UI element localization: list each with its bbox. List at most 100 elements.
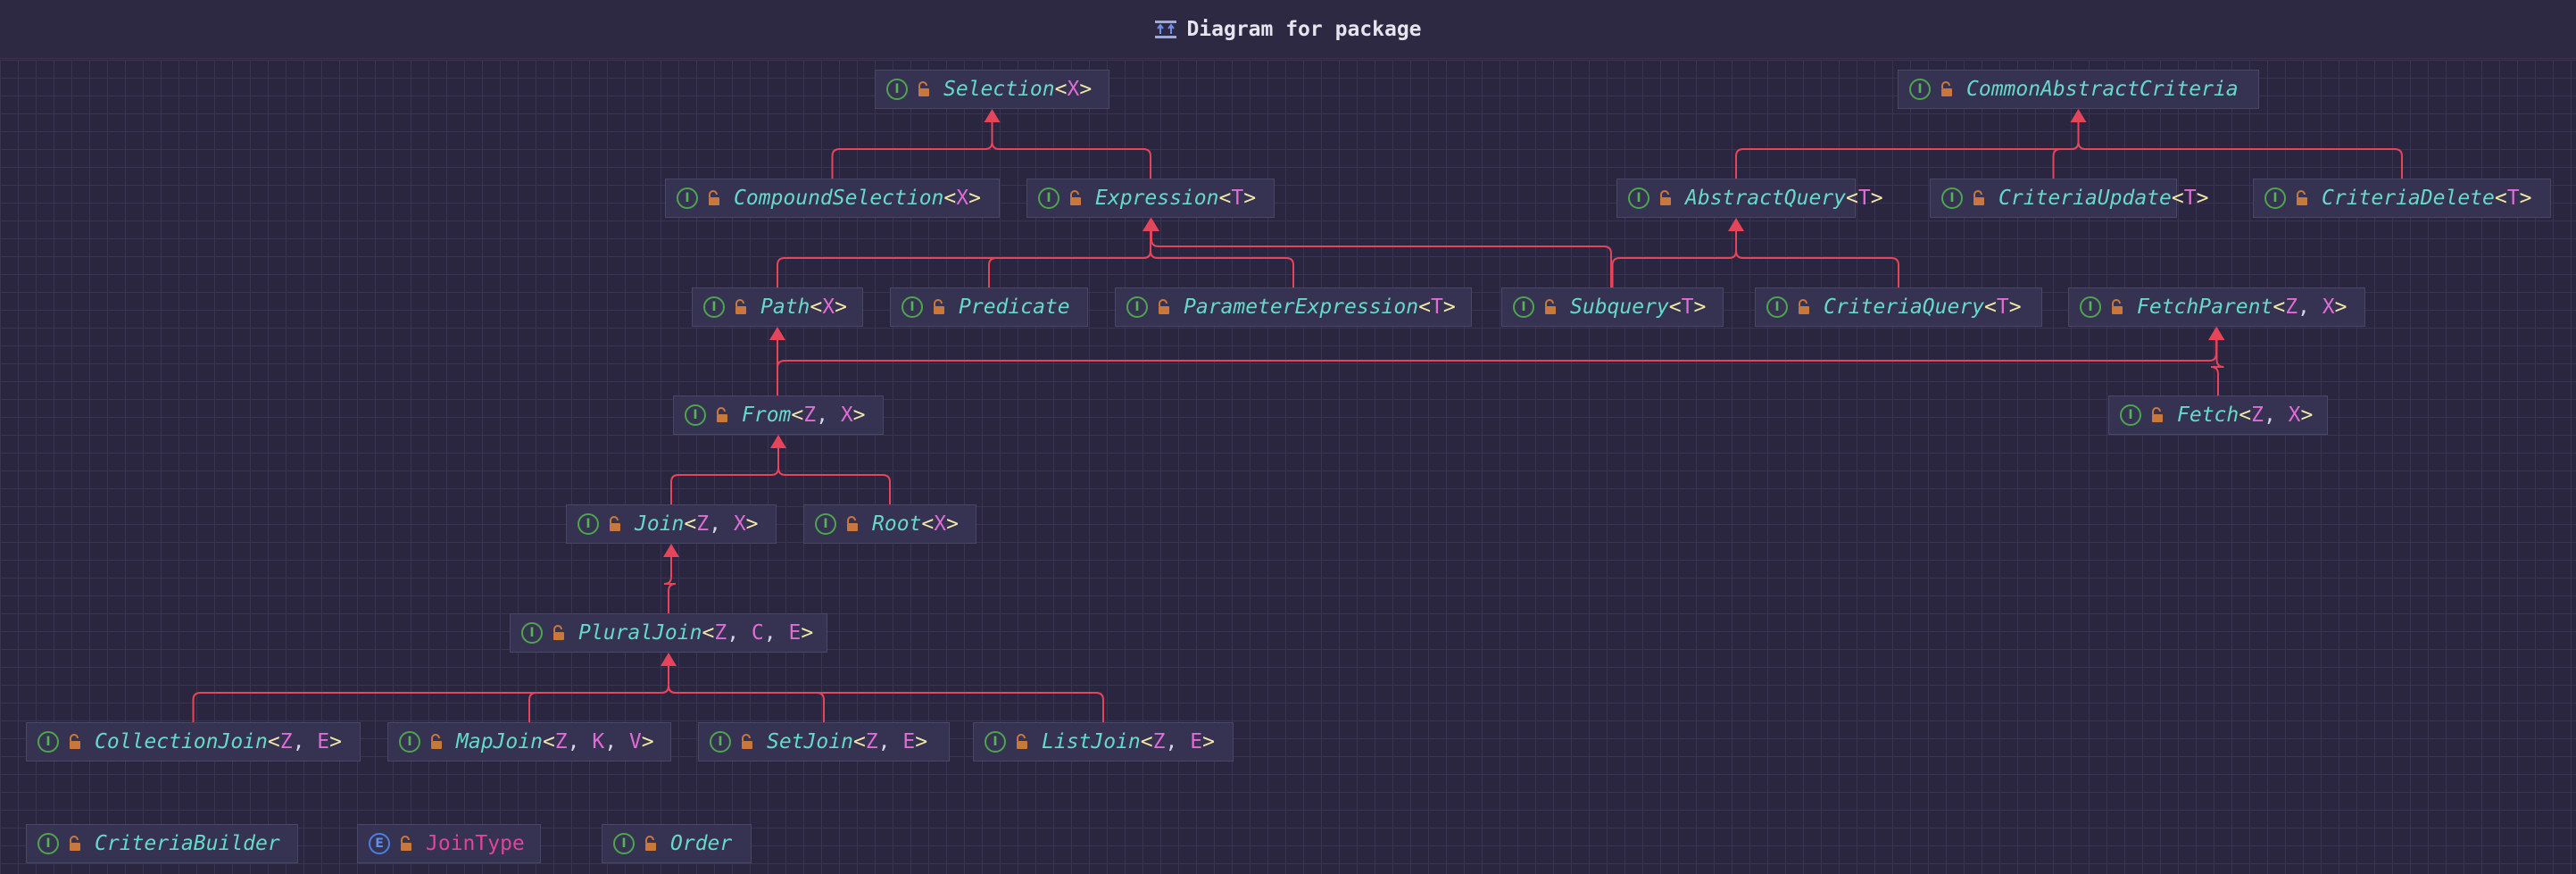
diagram-title: Diagram for package [1186, 17, 1422, 41]
node-name: Selection [943, 78, 1055, 101]
type-parameter: X [840, 404, 853, 427]
node-name: FetchParent [2137, 295, 2273, 319]
type-parameters: <T> [2494, 187, 2532, 210]
node-name: Predicate [959, 295, 1070, 319]
node-name: PluralJoin [578, 621, 702, 645]
public-lock-icon [70, 836, 80, 851]
type-parameter: E [1190, 730, 1203, 753]
node-predicate[interactable]: I Predicate [890, 287, 1088, 327]
type-parameter: T [1857, 187, 1871, 210]
public-lock-icon [1799, 299, 1809, 314]
interface-badge-icon: I [399, 731, 420, 753]
node-name: From [742, 404, 792, 427]
type-parameter: V [628, 730, 642, 753]
interface-badge-icon: I [578, 513, 599, 535]
type-parameter: Z [2251, 404, 2264, 427]
node-fetch-parent[interactable]: I FetchParent<Z, X> [2068, 287, 2365, 327]
interface-badge-icon: I [685, 404, 706, 426]
type-parameters: <X> [943, 187, 981, 210]
node-name: CriteriaQuery [1824, 295, 1985, 319]
public-lock-icon [2152, 407, 2163, 422]
type-parameter: Z [714, 621, 727, 645]
public-lock-icon [934, 299, 944, 314]
public-lock-icon [401, 836, 411, 851]
type-parameters: <Z, K, V> [542, 730, 654, 753]
type-parameter: Z [865, 730, 878, 753]
type-parameters: <T> [1218, 187, 1257, 210]
type-parameter: E [317, 730, 330, 753]
node-name: Root [872, 512, 922, 536]
type-parameter: T [1231, 187, 1244, 210]
type-parameters: <T> [1846, 187, 1883, 210]
node-criteria-builder[interactable]: I CriteriaBuilder [26, 824, 298, 863]
type-parameters: <X> [1054, 78, 1093, 101]
interface-badge-icon: I [1126, 296, 1148, 318]
interface-badge-icon: I [902, 296, 923, 318]
node-common-abstract-criteria[interactable]: I CommonAbstractCriteria [1898, 70, 2259, 109]
type-parameter: T [2183, 187, 2197, 210]
interface-badge-icon: I [1766, 296, 1788, 318]
type-parameter: Z [803, 404, 817, 427]
node-name: CriteriaBuilder [95, 832, 280, 855]
node-name: CommonAbstractCriteria [1966, 78, 2239, 101]
type-parameters: <Z, X> [2273, 295, 2347, 319]
node-name: CompoundSelection [734, 187, 944, 210]
type-parameters: <Z, E> [1140, 730, 1215, 753]
diagram-icon [1155, 20, 1177, 38]
public-lock-icon [1941, 81, 1952, 96]
diagram-canvas[interactable] [0, 60, 2576, 874]
interface-badge-icon: I [2264, 187, 2286, 209]
interface-badge-icon: I [2120, 404, 2141, 426]
node-from[interactable]: I From<Z, X> [673, 395, 884, 435]
type-parameter: E [902, 730, 916, 753]
type-parameter: T [2506, 187, 2520, 210]
interface-badge-icon: I [1038, 187, 1059, 209]
type-parameters: <T> [2171, 187, 2209, 210]
interface-badge-icon: I [37, 833, 59, 854]
title-wrap: Diagram for package [1154, 17, 1422, 41]
public-lock-icon [1545, 299, 1556, 314]
type-parameter: X [733, 512, 746, 536]
interface-badge-icon: I [37, 731, 59, 753]
interface-badge-icon: I [1628, 187, 1649, 209]
type-parameters: <T> [1418, 295, 1456, 319]
interface-badge-icon: I [1909, 79, 1931, 100]
public-lock-icon [1017, 734, 1027, 749]
type-parameters: <Z, X> [791, 404, 866, 427]
interface-badge-icon: I [886, 79, 908, 100]
public-lock-icon [709, 190, 719, 205]
enum-badge-icon: E [369, 833, 390, 854]
type-parameter: Z [1152, 730, 1166, 753]
type-parameters: <X> [810, 295, 847, 319]
public-lock-icon [1159, 299, 1169, 314]
public-lock-icon [735, 299, 746, 314]
type-parameters: <Z, C, E> [702, 621, 814, 645]
type-parameters: <Z, E> [267, 730, 343, 753]
public-lock-icon [70, 734, 80, 749]
interface-badge-icon: I [2080, 296, 2101, 318]
diagram-title-bar: Diagram for package [0, 0, 2576, 59]
node-selection[interactable]: I Selection<X> [875, 70, 1109, 109]
type-parameter: E [788, 621, 802, 645]
public-lock-icon [553, 625, 564, 640]
type-parameters: <Z, X> [684, 512, 759, 536]
